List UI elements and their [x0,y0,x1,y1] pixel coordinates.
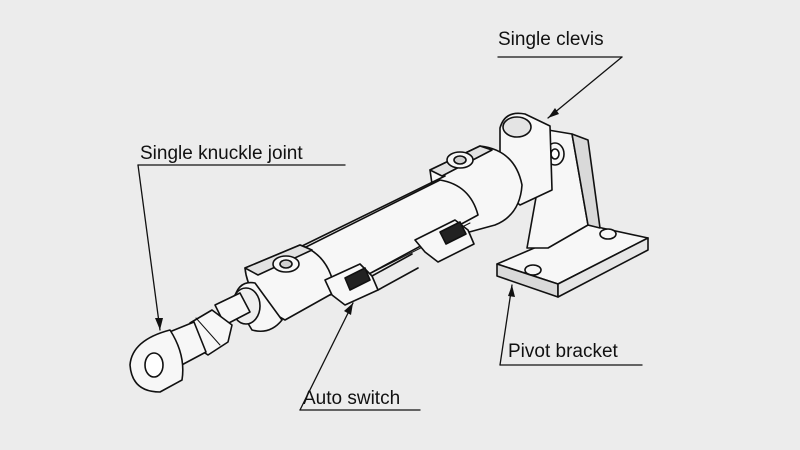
single-knuckle-joint [129,309,233,393]
label-auto-switch: Auto switch [303,388,401,409]
auto-switch-rear [414,219,475,263]
label-pivot-bracket: Pivot bracket [508,341,618,362]
leader-lines [137,56,643,411]
label-single-clevis: Single clevis [498,29,604,50]
auto-switch-front [324,253,419,306]
label-single-knuckle-joint: Single knuckle joint [140,143,303,164]
rod-cover [231,244,336,333]
